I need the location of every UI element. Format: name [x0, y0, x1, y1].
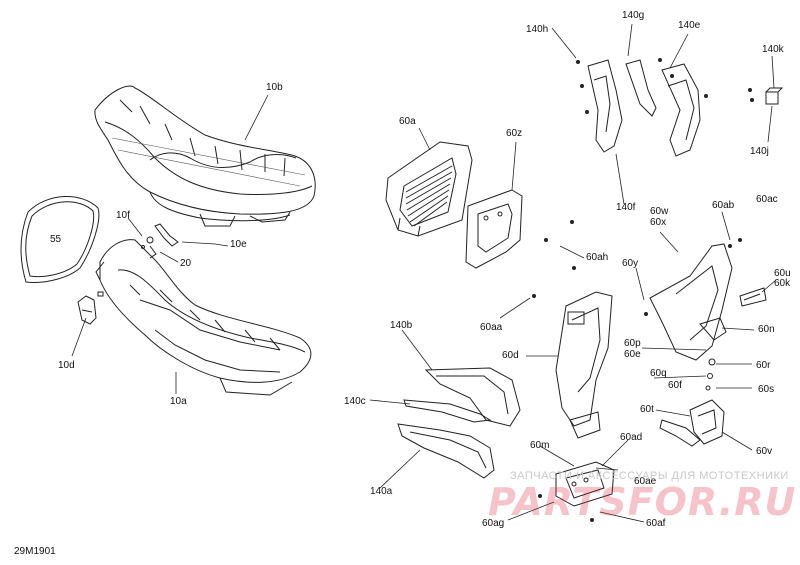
callout-10d: 10d [58, 360, 75, 371]
callout-60m: 60m [530, 440, 550, 451]
callout-10f: 10f [116, 210, 130, 221]
callout-60x: 60x [650, 217, 667, 228]
latch-part [77, 291, 104, 325]
callout-60r: 60r [756, 360, 771, 371]
callout-140j: 140j [750, 146, 769, 157]
callout-140g: 140g [622, 10, 645, 21]
callout-140k: 140k [762, 44, 784, 55]
callout-60n: 60n [758, 324, 775, 335]
callout-60e: 60e [624, 349, 641, 360]
figure-reference: 29M1901 [14, 546, 56, 557]
gasket-part [20, 196, 100, 283]
callout-60w: 60w [650, 206, 669, 217]
callout-140a: 140a [370, 486, 393, 497]
leader-lines [71, 23, 777, 523]
callout-60a: 60a [399, 116, 416, 127]
callout-140e: 140e [678, 20, 701, 31]
callout-140f: 140f [616, 202, 636, 213]
callout-10a: 10a [170, 396, 187, 407]
callout-60ad: 60ad [620, 432, 643, 443]
grab-handle-upper-part [587, 59, 784, 157]
callout-60t: 60t [640, 404, 654, 415]
callout-60s: 60s [758, 384, 775, 395]
seat-part [94, 85, 316, 227]
callout-60z: 60z [506, 128, 523, 139]
callout-60af: 60af [646, 518, 666, 529]
callout-60ac: 60ac [756, 194, 778, 205]
callout-60p: 60p [624, 338, 641, 349]
callout-140b: 140b [390, 320, 413, 331]
callout-140c: 140c [344, 396, 366, 407]
watermark-logo: PARTSFOR.RU [488, 480, 797, 524]
callout-60v: 60v [756, 446, 773, 457]
latch-plate-part [555, 461, 615, 507]
callout-10b: 10b [266, 82, 283, 93]
seat-latch-part [141, 223, 179, 259]
callout-60y: 60y [622, 258, 639, 269]
watermark-caption: ЗАПЧАСТИ И АКСЕССУАРЫ ДЛЯ МОТОТЕХНИКИ [510, 470, 789, 482]
callout-10e: 10e [230, 239, 247, 250]
callout-60ae: 60ae [634, 476, 657, 487]
callout-60k: 60k [774, 278, 791, 289]
storage-bin-part [385, 141, 473, 237]
footrest-bracket-part [649, 243, 767, 361]
callout-60f: 60f [668, 380, 682, 391]
seat-base-part [95, 239, 312, 396]
callout-140h: 140h [526, 24, 549, 35]
stand-bracket-part [555, 291, 613, 439]
callout-60d: 60d [502, 350, 519, 361]
handle-lower-part [397, 367, 521, 479]
callout-20: 20 [180, 258, 192, 269]
callout-60u: 60u [774, 268, 791, 279]
fasteners [532, 58, 754, 522]
callout-60ah: 60ah [586, 252, 609, 263]
callout-60ag: 60ag [482, 518, 505, 529]
callout-60q: 60q [650, 368, 667, 379]
side-panel-part [465, 189, 523, 269]
hinge-part [659, 358, 725, 447]
callout-60ab: 60ab [712, 200, 735, 211]
callout-55: 55 [50, 234, 62, 245]
callout-60aa: 60aa [480, 322, 503, 333]
